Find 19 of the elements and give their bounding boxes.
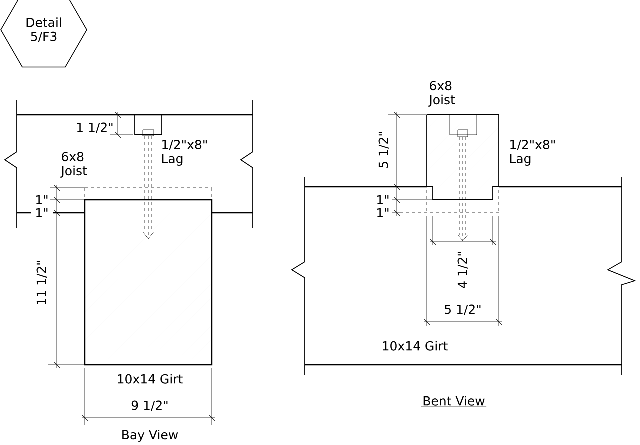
part-label: 6x8 Joist <box>428 81 456 107</box>
detail-hexagon: Detail 5/F3 <box>0 0 88 68</box>
part-label: 10x14 Girt <box>118 374 183 384</box>
dimension-label: 11 1/2" <box>36 261 48 304</box>
part-label: 1/2"x8" Lag <box>510 140 555 166</box>
part-label: 6x8 Joist <box>60 152 88 178</box>
dimension-label: 1" <box>36 195 48 205</box>
dimension-label: 1 1/2" <box>77 122 113 134</box>
part-label: 1/2"x8" Lag <box>162 140 207 166</box>
dimension-label: 9 1/2" <box>132 400 168 412</box>
dimension-label: 4 1/2" <box>458 252 468 288</box>
view-title: Bay View <box>120 430 180 444</box>
dimension-label: 5 1/2" <box>378 132 390 168</box>
view-title: Bent View <box>421 396 487 408</box>
dimension-label: 1" <box>378 208 389 218</box>
dimension-label: 1" <box>36 208 48 218</box>
dimension-label: 5 1/2" <box>445 304 481 316</box>
part-label: 10x14 Girt <box>383 341 448 351</box>
dimension-label: 1" <box>378 195 389 205</box>
